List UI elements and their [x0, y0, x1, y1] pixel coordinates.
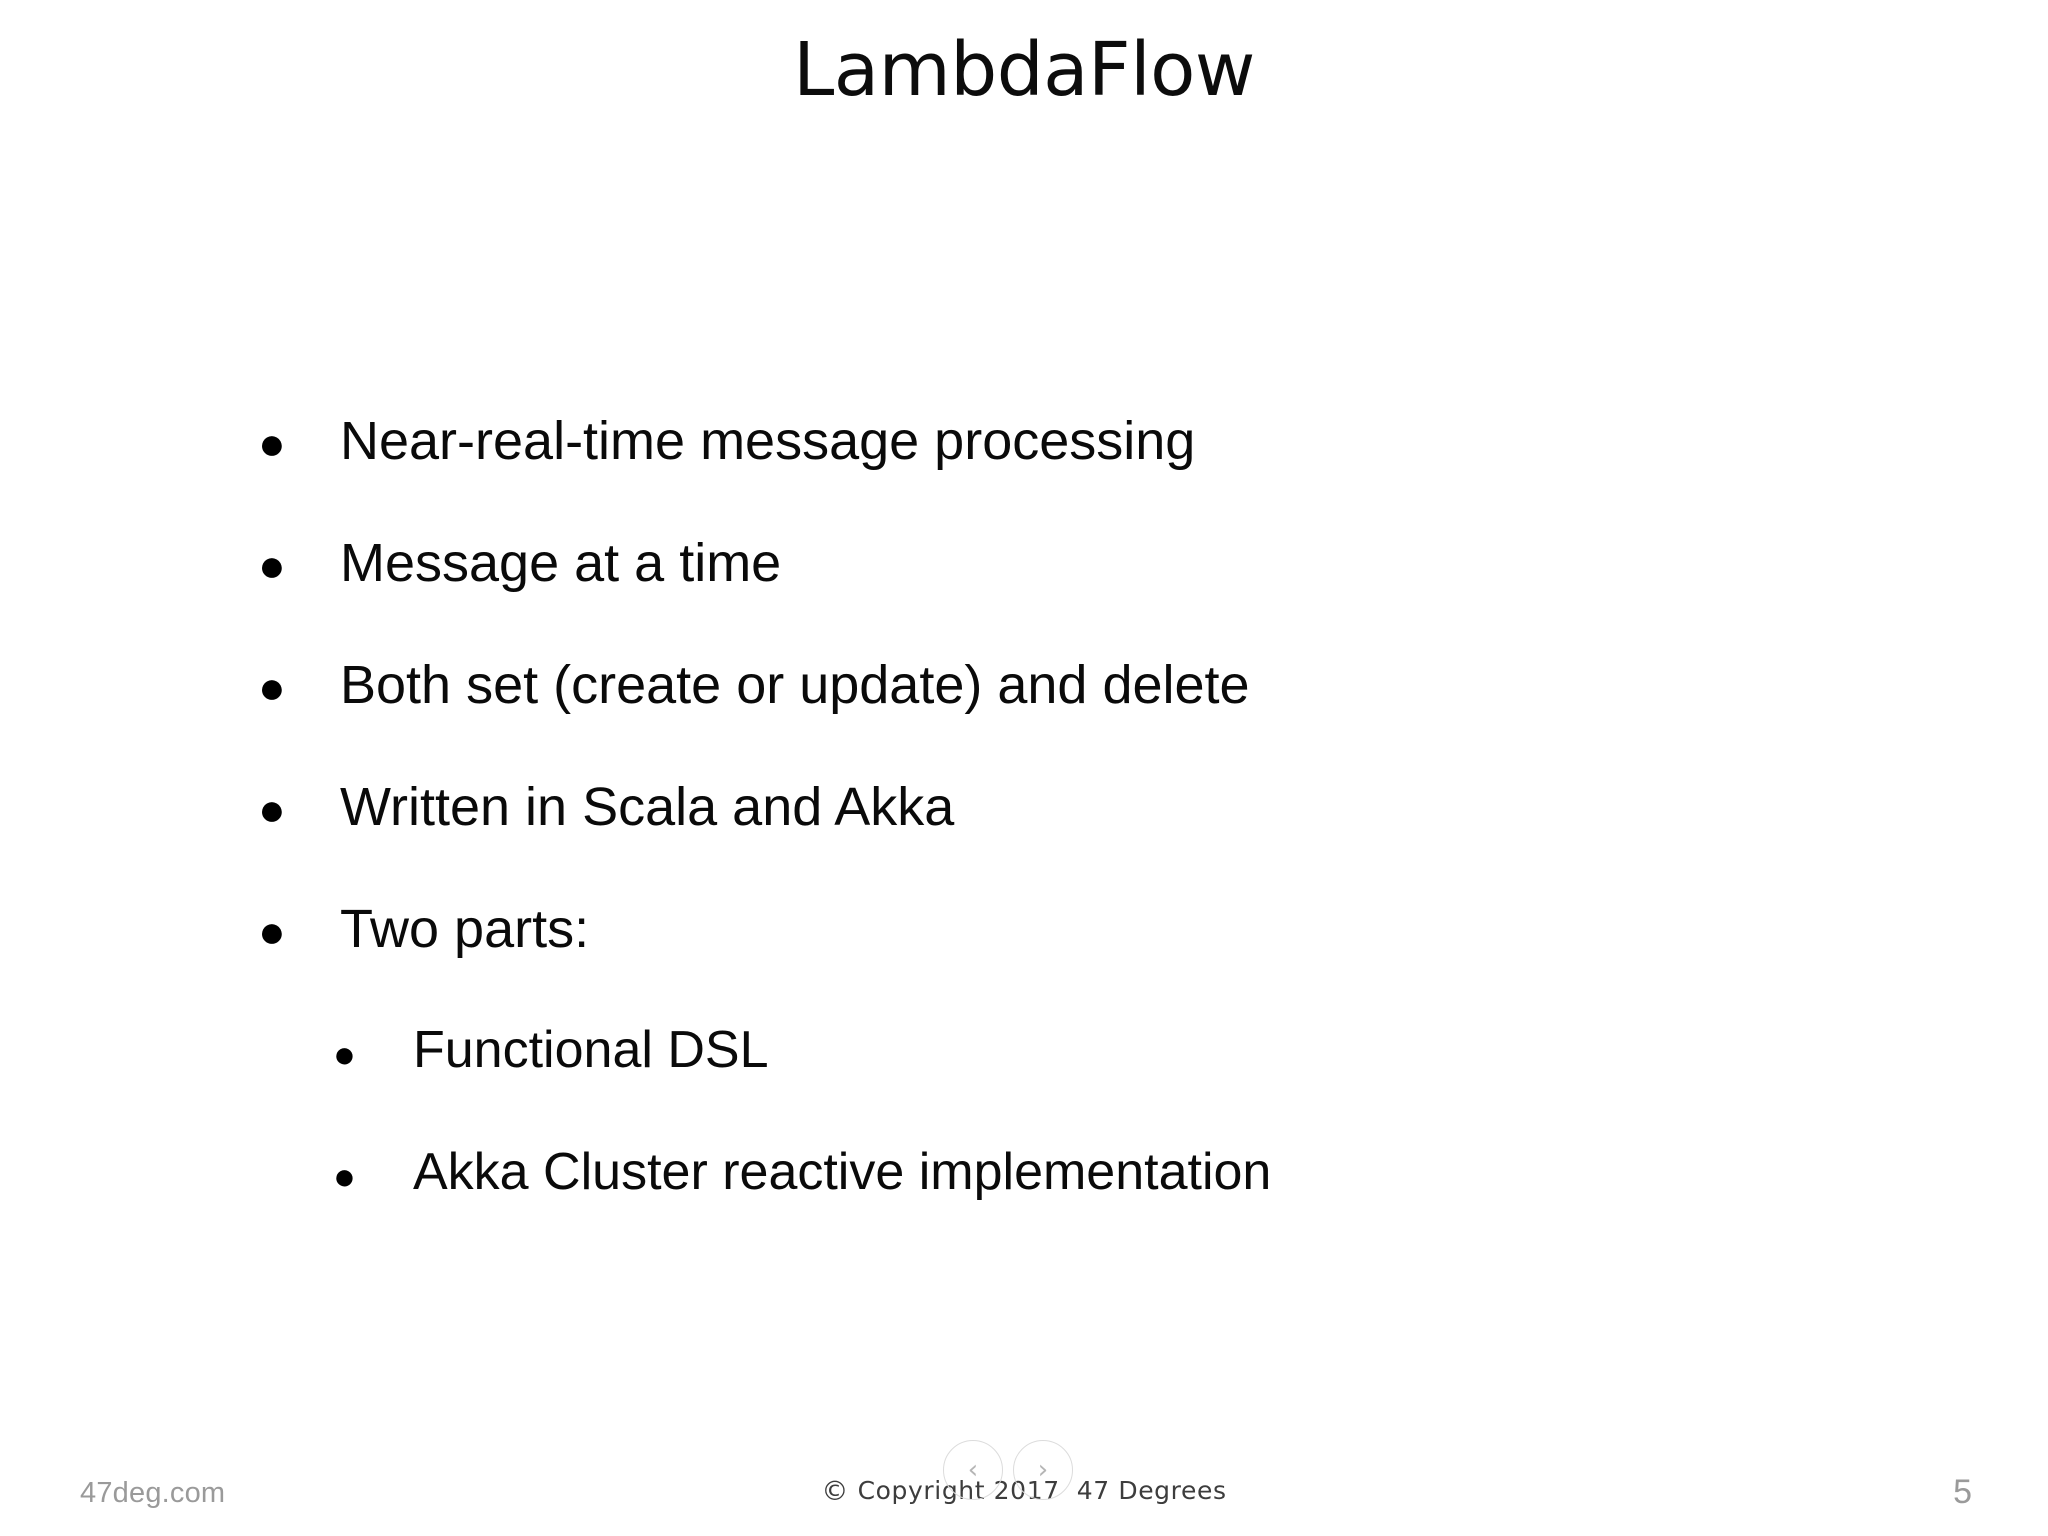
page-number: 5: [1953, 1473, 1972, 1511]
list-item-label: Both set (create or update) and delete: [340, 655, 1250, 715]
bullet-icon: ●: [258, 905, 286, 957]
list-item: ● Near-real-time message processing: [0, 410, 2048, 532]
list-item-label: Two parts:: [340, 899, 590, 959]
bullet-icon: ●: [333, 1156, 356, 1198]
slide-navigation: ‹ ›: [943, 1440, 1073, 1500]
page-title: LambdaFlow: [793, 27, 1255, 113]
list-item: ● Written in Scala and Akka: [0, 776, 2048, 898]
list-item-label: Written in Scala and Akka: [340, 777, 955, 837]
bullet-icon: ●: [258, 417, 286, 469]
footer-site-link[interactable]: 47deg.com: [80, 1477, 226, 1509]
chevron-left-icon[interactable]: ‹: [943, 1440, 1003, 1500]
bullet-icon: ●: [258, 661, 286, 713]
list-item-label: Akka Cluster reactive implementation: [413, 1143, 1272, 1201]
list-item: ● Message at a time: [0, 532, 2048, 654]
bullet-list: ● Near-real-time message processing ● Me…: [0, 410, 2048, 1264]
list-item: ● Functional DSL: [0, 1020, 2048, 1142]
slide-footer: 47deg.com © Copyright 2017 47 Degrees ‹ …: [0, 1416, 2048, 1536]
bullet-icon: ●: [258, 539, 286, 591]
copyright-icon: ©: [821, 1476, 850, 1507]
chevron-right-icon[interactable]: ›: [1013, 1440, 1073, 1500]
list-item-label: Functional DSL: [413, 1021, 769, 1079]
list-item: ● Two parts:: [0, 898, 2048, 1020]
list-item-label: Message at a time: [340, 533, 782, 593]
list-item: ● Akka Cluster reactive implementation: [0, 1142, 2048, 1264]
list-item-label: Near-real-time message processing: [340, 411, 1196, 471]
bullet-icon: ●: [333, 1034, 356, 1076]
list-item: ● Both set (create or update) and delete: [0, 654, 2048, 776]
bullet-icon: ●: [258, 783, 286, 835]
